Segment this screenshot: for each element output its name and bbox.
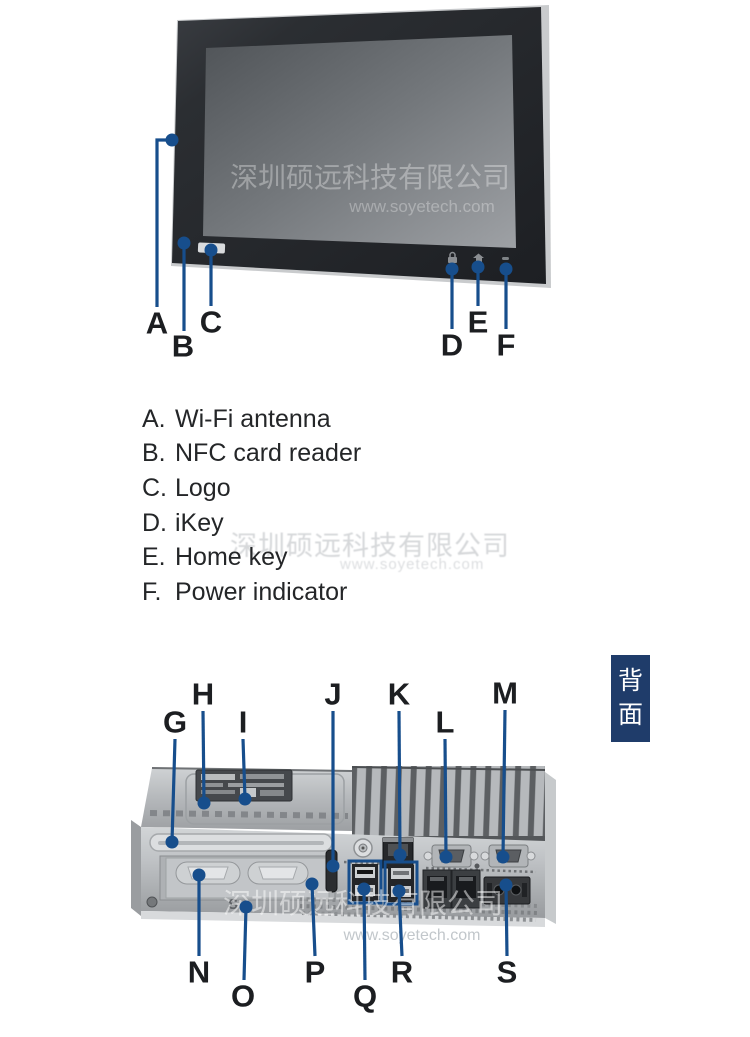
callout-line-i — [241, 738, 247, 800]
rear-watermark-url: www.soyetech.com — [343, 927, 481, 944]
callout-letter-g: G — [162, 704, 188, 740]
rear-left-edge — [131, 820, 141, 916]
callout-letter-n: N — [187, 954, 211, 990]
front-callout-dots — [165, 133, 513, 276]
callout-line-s — [504, 884, 509, 957]
legend-watermark-company: 深圳硕远科技有限公司 — [230, 531, 510, 561]
lan-dual-ports — [422, 869, 481, 909]
rear-marking: S — [228, 896, 238, 913]
legend-item-label: Wi-Fi antenna — [175, 404, 331, 433]
callout-line-h — [201, 710, 206, 804]
legend-item-letter: D. — [142, 508, 167, 537]
rear-side-tab: 背 面 — [611, 655, 650, 742]
legend-item-label: Home key — [175, 543, 288, 572]
screen-watermark-url: www.soyetech.com — [348, 197, 495, 216]
legend-item-letter: A. — [142, 404, 166, 433]
callout-line-l — [443, 738, 448, 858]
front-device: 深圳硕远科技有限公司 www.soyetech.com — [171, 5, 551, 288]
side-tab-char-1: 背 — [617, 667, 643, 695]
legend-item-label: iKey — [175, 508, 224, 537]
legend-item-f: F. Power indicator — [142, 575, 361, 610]
home-key-icon — [473, 253, 484, 262]
side-tab-char-2: 面 — [617, 701, 643, 729]
callout-letter-d: D — [440, 327, 464, 363]
callout-line-a — [155, 138, 172, 307]
heatsink — [352, 766, 545, 842]
callout-line-m — [501, 709, 507, 858]
rear-vent-grid — [299, 860, 539, 922]
legend-item-letter: B. — [142, 439, 166, 468]
legend-item-a: A. Wi-Fi antenna — [142, 402, 361, 437]
chassis-screw — [146, 896, 158, 908]
rear-callout-dots — [165, 792, 513, 914]
legend-watermark-url: www.soyetech.com — [340, 556, 485, 573]
legend-item-c: C. Logo — [142, 471, 361, 506]
screen-watermark-company: 深圳硕远科技有限公司 — [230, 162, 510, 193]
callout-letter-r: R — [390, 954, 414, 990]
callout-line-q — [362, 888, 367, 981]
rear-device: S — [131, 766, 556, 944]
legend-item-b: B. NFC card reader — [142, 437, 361, 472]
legend-item-d: D. iKey — [142, 506, 361, 541]
callout-letter-b: B — [171, 328, 195, 364]
callout-letter-l: L — [435, 704, 455, 740]
callout-letter-o: O — [230, 978, 256, 1014]
legend-item-e: E. Home key — [142, 540, 361, 575]
power-indicator-led — [502, 257, 509, 260]
callout-letter-f: F — [496, 327, 516, 363]
legend-item-letter: E. — [142, 543, 166, 572]
callout-letter-k: K — [387, 676, 411, 712]
rear-callout-lines — [170, 709, 509, 981]
legend-item-label: Logo — [175, 473, 231, 502]
callout-line-k — [397, 710, 402, 856]
rear-right-edge — [545, 772, 556, 924]
callout-letter-p: P — [304, 954, 326, 990]
legend-item-letter: C. — [142, 473, 167, 502]
callout-letter-q: Q — [352, 978, 378, 1014]
callout-letter-e: E — [467, 304, 489, 340]
callout-letter-s: S — [496, 954, 518, 990]
callout-line-o — [242, 906, 248, 981]
callout-letter-h: H — [191, 676, 215, 712]
legend: A. Wi-Fi antenna B. NFC card reader C. L… — [142, 402, 361, 610]
callout-line-r — [397, 890, 404, 957]
legend-item-letter: F. — [142, 577, 162, 606]
expansion-plate — [159, 855, 336, 901]
callout-letter-a: A — [145, 305, 169, 341]
antenna-connector — [353, 838, 373, 858]
callout-letter-j: J — [324, 676, 342, 712]
front-screen — [203, 35, 516, 248]
callout-letter-c: C — [199, 304, 223, 340]
callout-line-g — [170, 738, 177, 843]
rear-bottom-strip — [141, 911, 545, 927]
callout-letter-m: M — [492, 675, 518, 711]
ikey-icon — [448, 251, 457, 263]
callout-line-p — [310, 883, 317, 957]
legend-item-label: Power indicator — [175, 577, 348, 606]
legend-item-label: NFC card reader — [175, 439, 362, 468]
callout-letter-i: I — [238, 704, 248, 740]
